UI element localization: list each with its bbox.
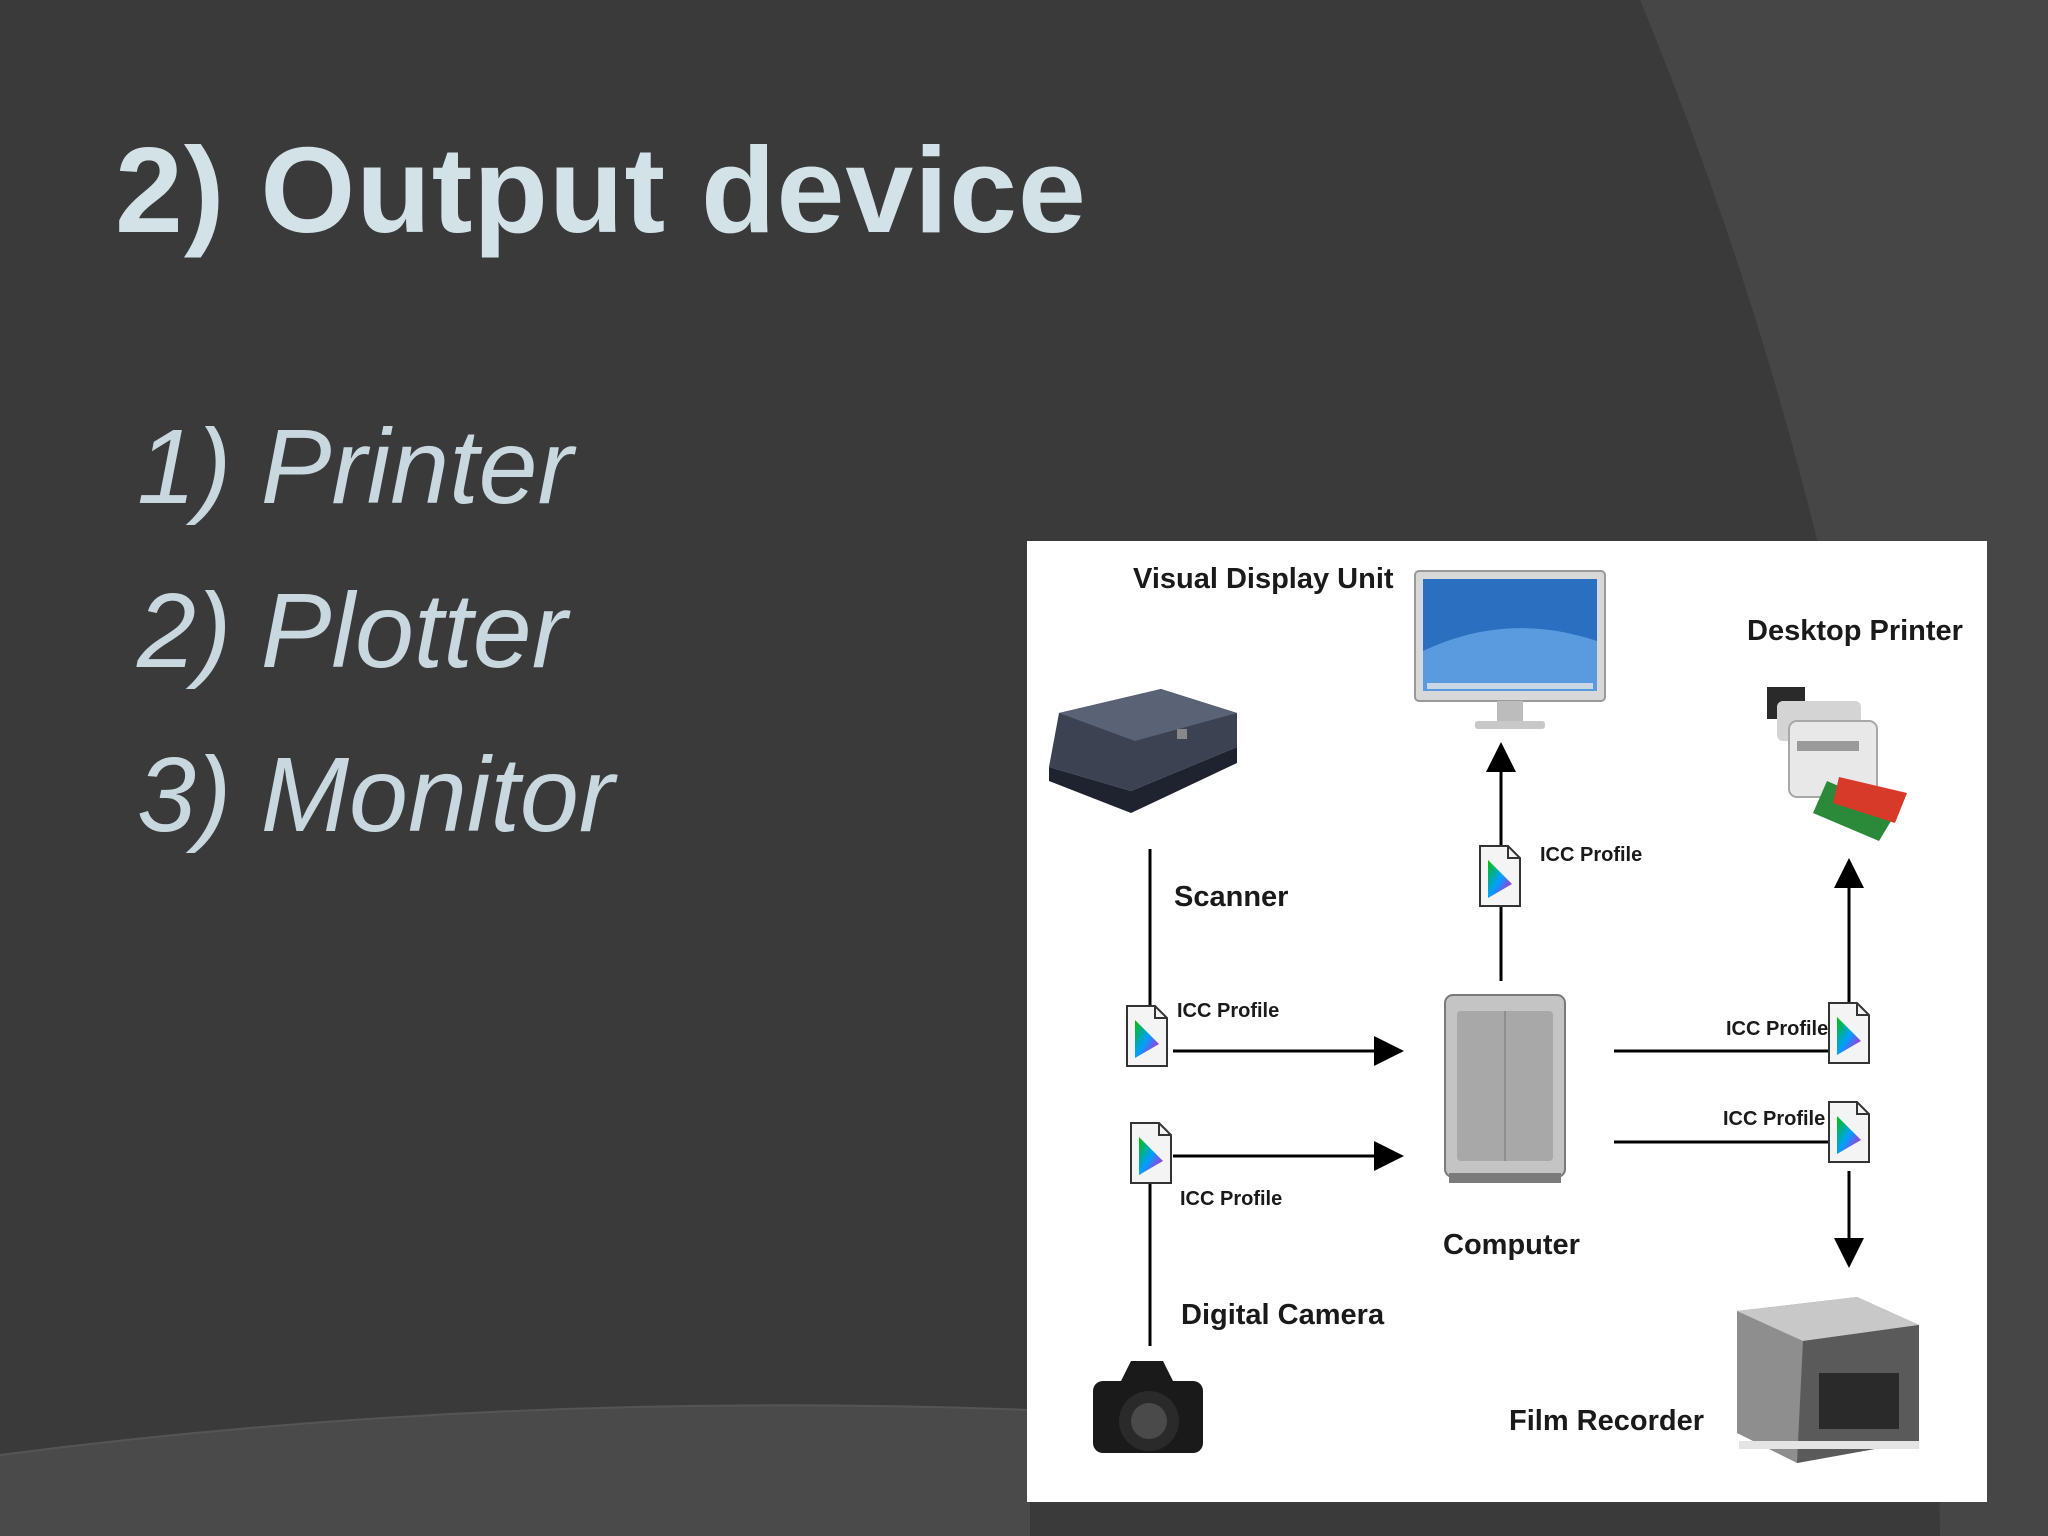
label-digital-camera: Digital Camera xyxy=(1181,1299,1385,1331)
monitor-icon xyxy=(1414,570,1606,729)
list-item-monitor: 3) Monitor xyxy=(137,736,615,854)
label-icc-profile: ICC Profile xyxy=(1726,1018,1829,1040)
list-item-printer: 1) Printer xyxy=(137,408,573,526)
slide-title: 2) Output device xyxy=(115,122,1087,258)
label-visual-display-unit: Visual Display Unit xyxy=(1133,563,1394,595)
printer-icon xyxy=(1767,687,1907,841)
icc-profile-icon xyxy=(1126,1005,1168,1067)
label-icc-profile: ICC Profile xyxy=(1540,844,1643,866)
label-computer: Computer xyxy=(1443,1229,1580,1261)
label-scanner: Scanner xyxy=(1174,881,1289,913)
color-management-diagram: Visual Display Unit Desktop Printer Scan… xyxy=(1027,541,1987,1502)
label-icc-profile: ICC Profile xyxy=(1177,1000,1280,1022)
label-icc-profile: ICC Profile xyxy=(1723,1108,1826,1130)
icc-profile-icon xyxy=(1828,1002,1870,1064)
icc-profile-icon xyxy=(1479,845,1521,907)
digital-camera-icon xyxy=(1093,1361,1203,1453)
icc-profile-icon xyxy=(1130,1122,1172,1184)
list-item-plotter: 2) Plotter xyxy=(137,572,568,690)
icc-profile-icon xyxy=(1828,1101,1870,1163)
film-recorder-icon xyxy=(1737,1297,1919,1463)
label-film-recorder: Film Recorder xyxy=(1509,1405,1704,1437)
label-desktop-printer: Desktop Printer xyxy=(1747,615,1963,647)
output-device-list: 1) Printer 2) Plotter 3) Monitor xyxy=(137,385,614,877)
label-icc-profile: ICC Profile xyxy=(1180,1188,1283,1210)
computer-tower-icon xyxy=(1444,994,1566,1183)
scanner-icon xyxy=(1049,689,1237,813)
